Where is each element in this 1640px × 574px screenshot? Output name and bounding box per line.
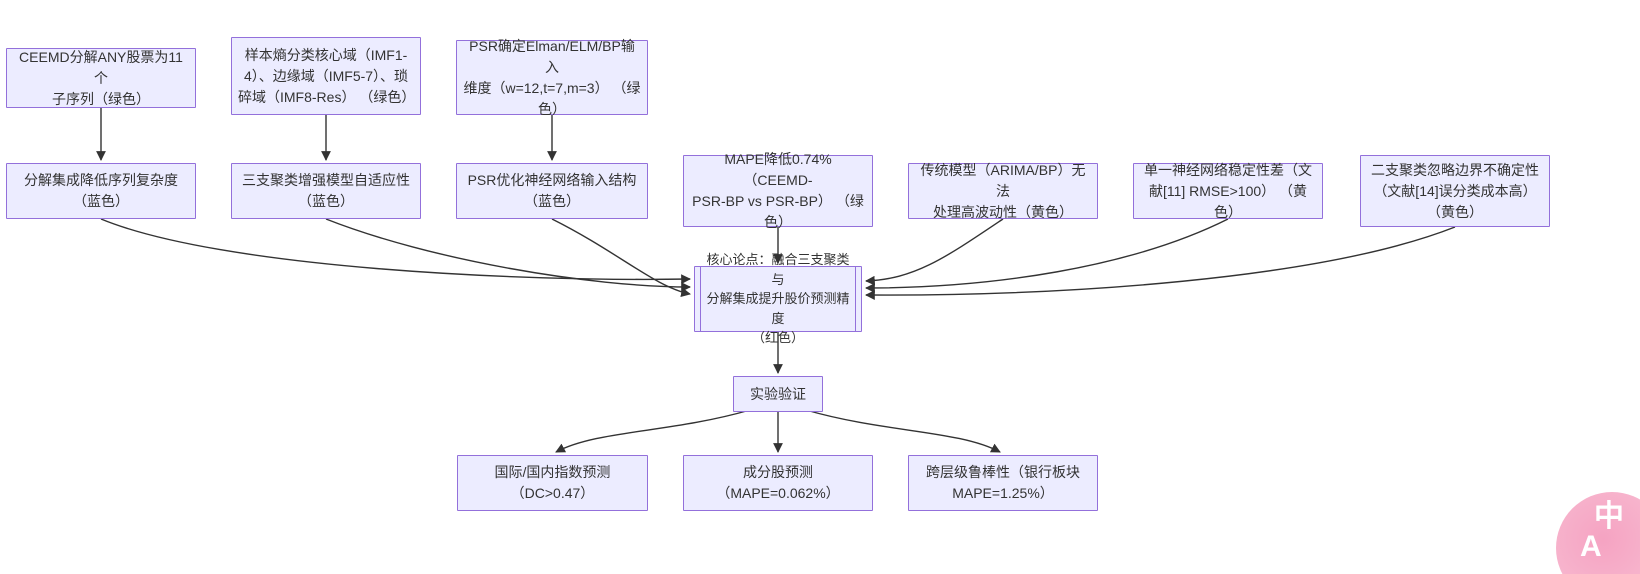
- edge-h-k: [865, 218, 1004, 286]
- node-label: PSR优化神经网络输入结构 （蓝色）: [467, 172, 637, 209]
- edge-l-m: [555, 409, 751, 453]
- node-label: 三支聚类增强模型自适应性 （蓝色）: [242, 172, 410, 209]
- node-mape-reduction: MAPE降低0.74%（CEEMD- PSR-BP vs PSR-BP） （绿 …: [683, 151, 873, 230]
- node-three-way-clustering-adaptivity: 三支聚类增强模型自适应性 （蓝色）: [231, 163, 421, 219]
- node-label: 样本熵分类核心域（IMF1- 4）、边缘域（IMF5-7）、琐 碎域（IMF8-…: [238, 46, 416, 105]
- node-core-thesis: 核心论点：融合三支聚类与 分解集成提升股价预测精度 （红色）: [694, 252, 862, 345]
- node-label: 传统模型（ARIMA/BP）无法 处理高波动性（黄色）: [920, 161, 1086, 220]
- node-label: 跨层级鲁棒性（银行板块 MAPE=1.25%）: [926, 464, 1080, 501]
- translate-badge[interactable]: 中 A: [1556, 492, 1640, 574]
- edge-j-k: [865, 226, 1456, 300]
- node-constituent-prediction: 成分股预测 （MAPE=0.062%）: [683, 455, 873, 511]
- node-label: 单一神经网络稳定性差（文 献[11] RMSE>100） （黄色）: [1144, 161, 1312, 220]
- node-two-way-clustering-limitation: 二支聚类忽略边界不确定性 （文献[14]误分类成本高） （黄色）: [1360, 155, 1550, 227]
- edge-i-k: [865, 218, 1229, 293]
- edge-l-o: [805, 409, 1001, 453]
- subroutine-left-bar: [700, 267, 701, 331]
- node-label: CEEMD分解ANY股票为11个 子序列（绿色）: [19, 48, 183, 107]
- edge-d-k: [100, 218, 691, 285]
- badge-glyph-bottom: A: [1580, 530, 1602, 563]
- node-label: PSR确定Elman/ELM/BP输入 维度（w=12,t=7,m=3） （绿 …: [463, 37, 641, 117]
- node-label: 成分股预测 （MAPE=0.062%）: [716, 464, 840, 501]
- node-psr-input-structure: PSR优化神经网络输入结构 （蓝色）: [456, 163, 648, 219]
- node-label: 分解集成降低序列复杂度 （蓝色）: [24, 172, 178, 209]
- node-traditional-model-limitation: 传统模型（ARIMA/BP）无法 处理高波动性（黄色）: [908, 162, 1098, 220]
- node-index-prediction: 国际/国内指数预测 （DC>0.47）: [457, 455, 648, 511]
- edge-f-k: [551, 218, 691, 298]
- node-sample-entropy-classification: 样本熵分类核心域（IMF1- 4）、边缘域（IMF5-7）、琐 碎域（IMF8-…: [231, 37, 421, 115]
- node-experiment-validation: 实验验证: [733, 376, 823, 412]
- node-psr-input-dimension: PSR确定Elman/ELM/BP输入 维度（w=12,t=7,m=3） （绿 …: [456, 38, 648, 117]
- node-label: 核心论点：融合三支聚类与 分解集成提升股价预测精度 （红色）: [706, 252, 850, 346]
- node-label: MAPE降低0.74%（CEEMD- PSR-BP vs PSR-BP） （绿 …: [692, 151, 864, 230]
- node-label: 国际/国内指数预测 （DC>0.47）: [494, 464, 611, 501]
- node-decomposition-complexity: 分解集成降低序列复杂度 （蓝色）: [6, 163, 196, 219]
- subroutine-right-bar: [855, 267, 856, 331]
- node-ceemd-decomposition: CEEMD分解ANY股票为11个 子序列（绿色）: [6, 48, 196, 108]
- badge-glyph-top: 中: [1594, 500, 1624, 533]
- node-label: 二支聚类忽略边界不确定性 （文献[14]误分类成本高） （黄色）: [1371, 161, 1539, 220]
- node-single-nn-instability: 单一神经网络稳定性差（文 献[11] RMSE>100） （黄色）: [1133, 162, 1323, 220]
- node-label: 实验验证: [750, 385, 806, 402]
- node-cross-level-robustness: 跨层级鲁棒性（银行板块 MAPE=1.25%）: [908, 455, 1098, 511]
- edge-e-k: [325, 218, 691, 292]
